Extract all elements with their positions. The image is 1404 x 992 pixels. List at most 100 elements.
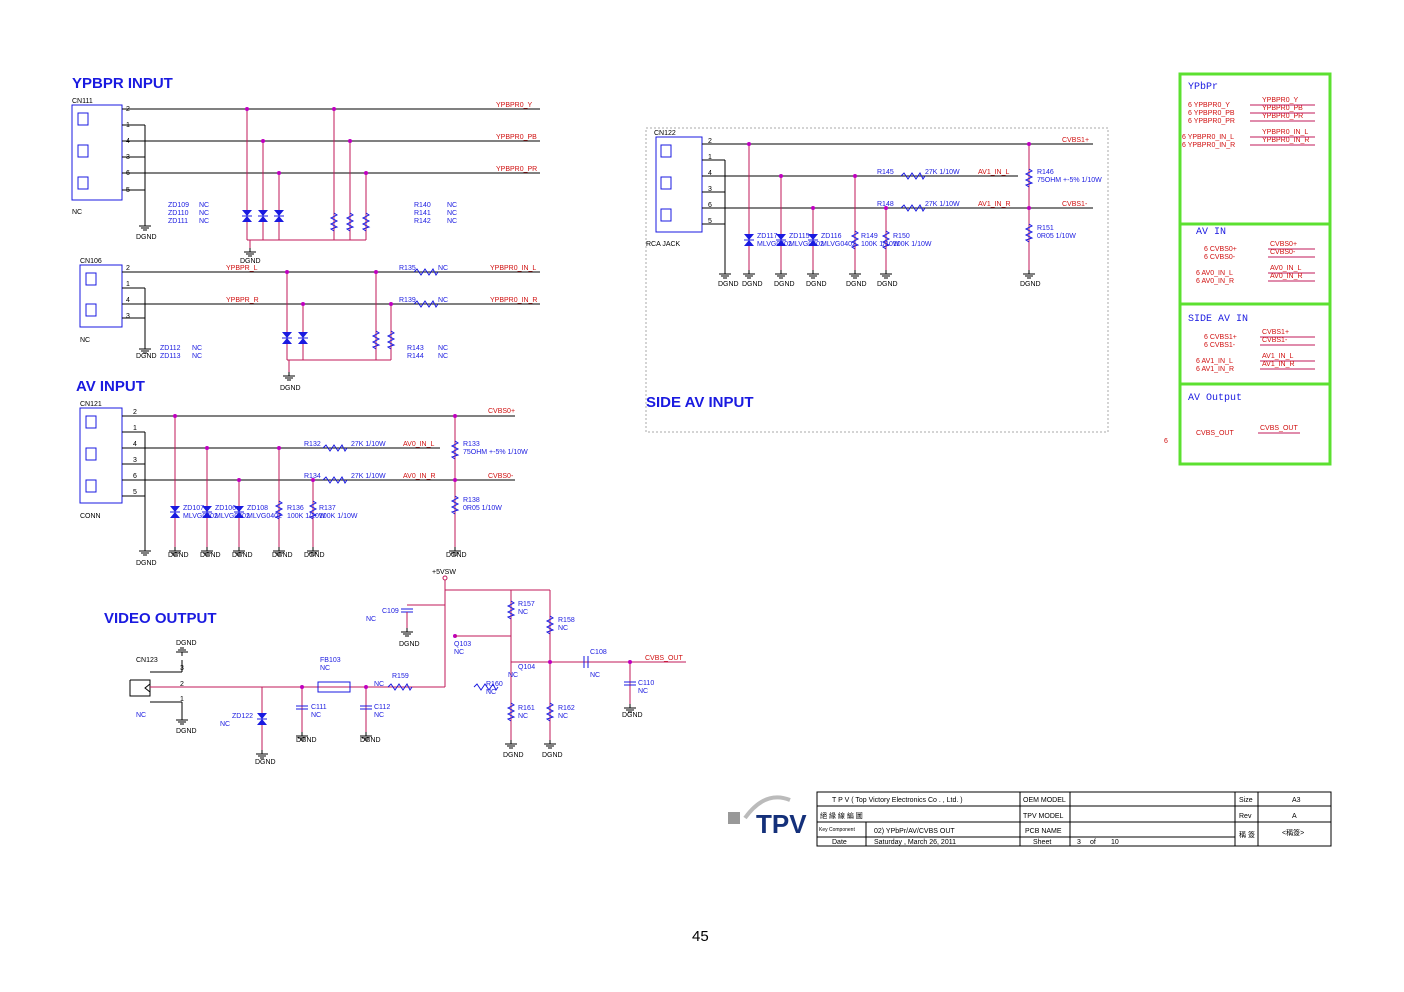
svg-text:NC: NC [366,616,376,623]
svg-text:DGND: DGND [232,552,253,559]
svg-text:4: 4 [126,297,130,304]
svg-text:MLVG0402: MLVG0402 [757,241,792,248]
svg-text:ZD117: ZD117 [757,233,778,240]
svg-text:100K 1/10W: 100K 1/10W [287,513,326,520]
cn121-label: CN121 [80,401,102,408]
svg-text:2: 2 [126,265,130,272]
svg-text:DGND: DGND [176,728,197,735]
svg-text:稱 簽: 稱 簽 [1239,830,1255,839]
svg-text:CVBS1+: CVBS1+ [1062,137,1089,144]
svg-text:NC: NC [199,210,209,217]
svg-text:0R05 1/10W: 0R05 1/10W [1037,233,1076,240]
svg-text:of: of [1090,839,1096,846]
svg-text:ZD112: ZD112 [160,345,181,352]
svg-text:NC: NC [192,345,202,352]
svg-text:27K 1/10W: 27K 1/10W [925,169,960,176]
svg-text:R139: R139 [399,297,416,304]
svg-text:DGND: DGND [718,281,739,288]
svg-text:MLVG0402: MLVG0402 [821,241,856,248]
net-ypbpr0-pr: YPBPR0_PR [496,166,537,173]
svg-text:100K 1/10W: 100K 1/10W [893,241,932,248]
svg-text:NC: NC [447,218,457,225]
svg-text:T P V ( Top Victory Elect: T P V ( Top Victory Electronics Co . , L… [832,797,963,804]
svg-text:NC: NC [558,625,568,632]
svg-text:6: 6 [708,202,712,209]
svg-text:Rev: Rev [1239,813,1252,820]
svg-text:3: 3 [708,186,712,193]
svg-text:10: 10 [1111,839,1119,846]
svg-text:4: 4 [133,441,137,448]
svg-text:ZD107: ZD107 [183,505,204,512]
svg-text:YPBPR0_IN_R: YPBPR0_IN_R [1262,137,1309,144]
svg-text:Q103: Q103 [454,641,471,648]
svg-text:Size: Size [1239,797,1253,804]
net-ypbpr0-in-r: YPBPR0_IN_R [490,297,537,304]
svg-text:NC: NC [199,218,209,225]
svg-text:DGND: DGND [176,640,197,647]
svg-text:6 YPBPR0_PR: 6 YPBPR0_PR [1188,118,1235,125]
net-ypbpr0-y: YPBPR0_Y [496,102,533,109]
svg-text:6 AV1_IN_R: 6 AV1_IN_R [1196,366,1234,373]
av-in-ports: 6 CVBS0+ 6 CVBS0- 6 AV0_IN_L 6 AV0_IN_R … [1196,241,1303,285]
svg-text:R133: R133 [463,441,480,448]
svg-text:NC: NC [508,672,518,679]
svg-text:6 YPBPR0_IN_L: 6 YPBPR0_IN_L [1182,134,1234,141]
svg-text:AV1_IN_L: AV1_IN_L [978,169,1009,176]
svg-text:02) YPbPr/AV/CVBS OUT: 02) YPbPr/AV/CVBS OUT [874,828,955,835]
svg-text:DGND: DGND [399,641,420,648]
svg-text:AV0_IN_R: AV0_IN_R [1270,273,1303,280]
svg-text:DGND: DGND [774,281,795,288]
svg-text:DGND: DGND [877,281,898,288]
title-block: TPV T P V ( Top Victory Electronics Co .… [728,791,1332,847]
svg-text:6: 6 [1164,438,1168,445]
svg-text:A: A [1292,813,1297,820]
svg-text:DGND: DGND [503,752,524,759]
svg-text:6 YPBPR0_Y: 6 YPBPR0_Y [1188,102,1230,109]
svg-text:DGND: DGND [742,281,763,288]
svg-text:MLVG0402: MLVG0402 [183,513,218,520]
svg-text:R134: R134 [304,473,321,480]
svg-text:DGND: DGND [200,552,221,559]
zd111: ZD111 [168,218,188,225]
side-av-input-block: CN122 RCA JACK 21 43 65 CVBS1+ AV1_IN_L … [645,127,1109,433]
svg-text:AV1_IN_R: AV1_IN_R [1262,361,1295,368]
svg-text:R150: R150 [893,233,910,240]
svg-text:MLVG0402: MLVG0402 [215,513,250,520]
svg-text:6 CVBS1-: 6 CVBS1- [1204,342,1236,349]
svg-text:NC: NC [80,337,90,344]
svg-text:R157: R157 [518,601,535,608]
svg-text:NC: NC [518,609,528,616]
svg-text:CVBS1+: CVBS1+ [1262,329,1289,336]
svg-text:3: 3 [180,665,184,672]
svg-text:3: 3 [133,457,137,464]
svg-text:R161: R161 [518,705,535,712]
zd109: ZD109 [168,202,189,209]
panel-title-av-output: AV Output [1188,393,1242,404]
svg-text:1: 1 [126,281,130,288]
svg-text:CVBS_OUT: CVBS_OUT [1260,425,1298,432]
svg-text:1: 1 [126,122,130,129]
tpv-logo: TPV [728,795,807,839]
svg-text:CN123: CN123 [136,657,158,664]
svg-text:6 CVBS1+: 6 CVBS1+ [1204,334,1237,341]
cn122-label: CN122 [654,130,676,137]
svg-text:6: 6 [126,170,130,177]
net-ypbpr-r: YPBPR_R [226,297,259,304]
svg-text:DGND: DGND [846,281,867,288]
svg-text:+5VSW: +5VSW [432,569,456,576]
svg-text:AV0_IN_L: AV0_IN_L [1270,265,1301,272]
svg-text:R159: R159 [392,673,409,680]
svg-text:OEM MODEL: OEM MODEL [1023,797,1066,804]
svg-text:MLVG0402: MLVG0402 [247,513,282,520]
svg-text:CONN: CONN [80,513,101,520]
svg-text:ZD113: ZD113 [160,353,181,360]
svg-text:4: 4 [708,170,712,177]
svg-text:R145: R145 [877,169,894,176]
section-title-video-output: VIDEO OUTPUT [104,610,217,627]
svg-text:TPV MODEL: TPV MODEL [1023,813,1064,820]
svg-text:2: 2 [180,681,184,688]
svg-text:R143: R143 [407,345,424,352]
svg-text:AV0_IN_R: AV0_IN_R [403,473,436,480]
svg-text:Q104: Q104 [518,664,535,671]
svg-text:DGND: DGND [272,552,293,559]
